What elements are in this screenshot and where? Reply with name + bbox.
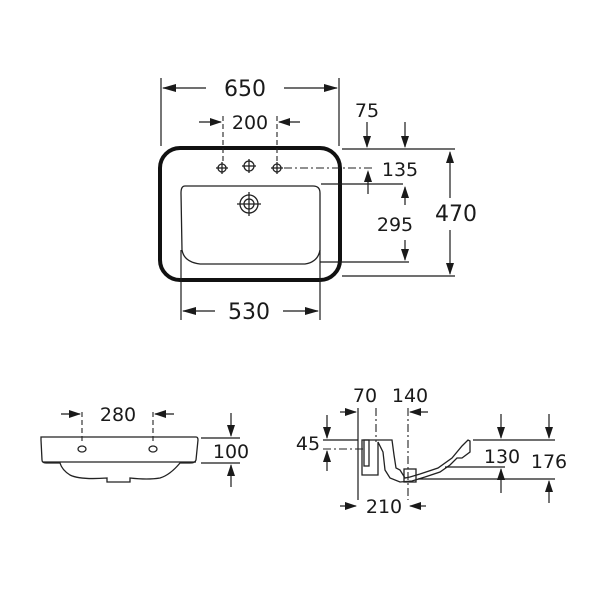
- tap-hole-center-icon: [242, 159, 256, 173]
- dim-bowl-height: 130: [484, 446, 520, 468]
- fixing-hole-right-icon: [148, 445, 158, 453]
- bowl-outline: [180, 185, 321, 265]
- dim-rear-edge-offset: 75: [355, 100, 379, 122]
- dim-wall-offset: 70: [353, 385, 377, 407]
- front-basin-outline: [40, 436, 199, 483]
- side-view: 70 140 45 210 130 176: [296, 385, 567, 518]
- dim-bowl-depth: 295: [377, 214, 413, 236]
- side-basin-section: [361, 439, 471, 483]
- dim-overflow-height: 45: [296, 433, 320, 455]
- dim-tap-hole-spacing: 200: [232, 112, 268, 134]
- dim-overall-depth: 470: [435, 202, 477, 227]
- dim-tap-hole-depth: 135: [382, 159, 418, 181]
- drain-icon: [237, 192, 261, 216]
- basin-outline: [158, 146, 342, 282]
- dim-overall-width: 650: [224, 77, 266, 102]
- dim-waste-offset: 140: [392, 385, 428, 407]
- front-view: 280 100: [40, 404, 249, 487]
- dim-bowl-width: 530: [228, 300, 270, 325]
- tap-hole-right-icon: [271, 162, 283, 174]
- dim-overall-height: 176: [531, 451, 567, 473]
- dim-fixing-hole-spacing: 280: [100, 404, 136, 426]
- top-view: 650 200 75 135 295 470: [158, 77, 477, 325]
- dim-waste-center-distance: 210: [366, 496, 402, 518]
- tap-hole-left-icon: [216, 162, 228, 174]
- dim-rim-height: 100: [213, 441, 249, 463]
- fixing-hole-left-icon: [77, 445, 87, 453]
